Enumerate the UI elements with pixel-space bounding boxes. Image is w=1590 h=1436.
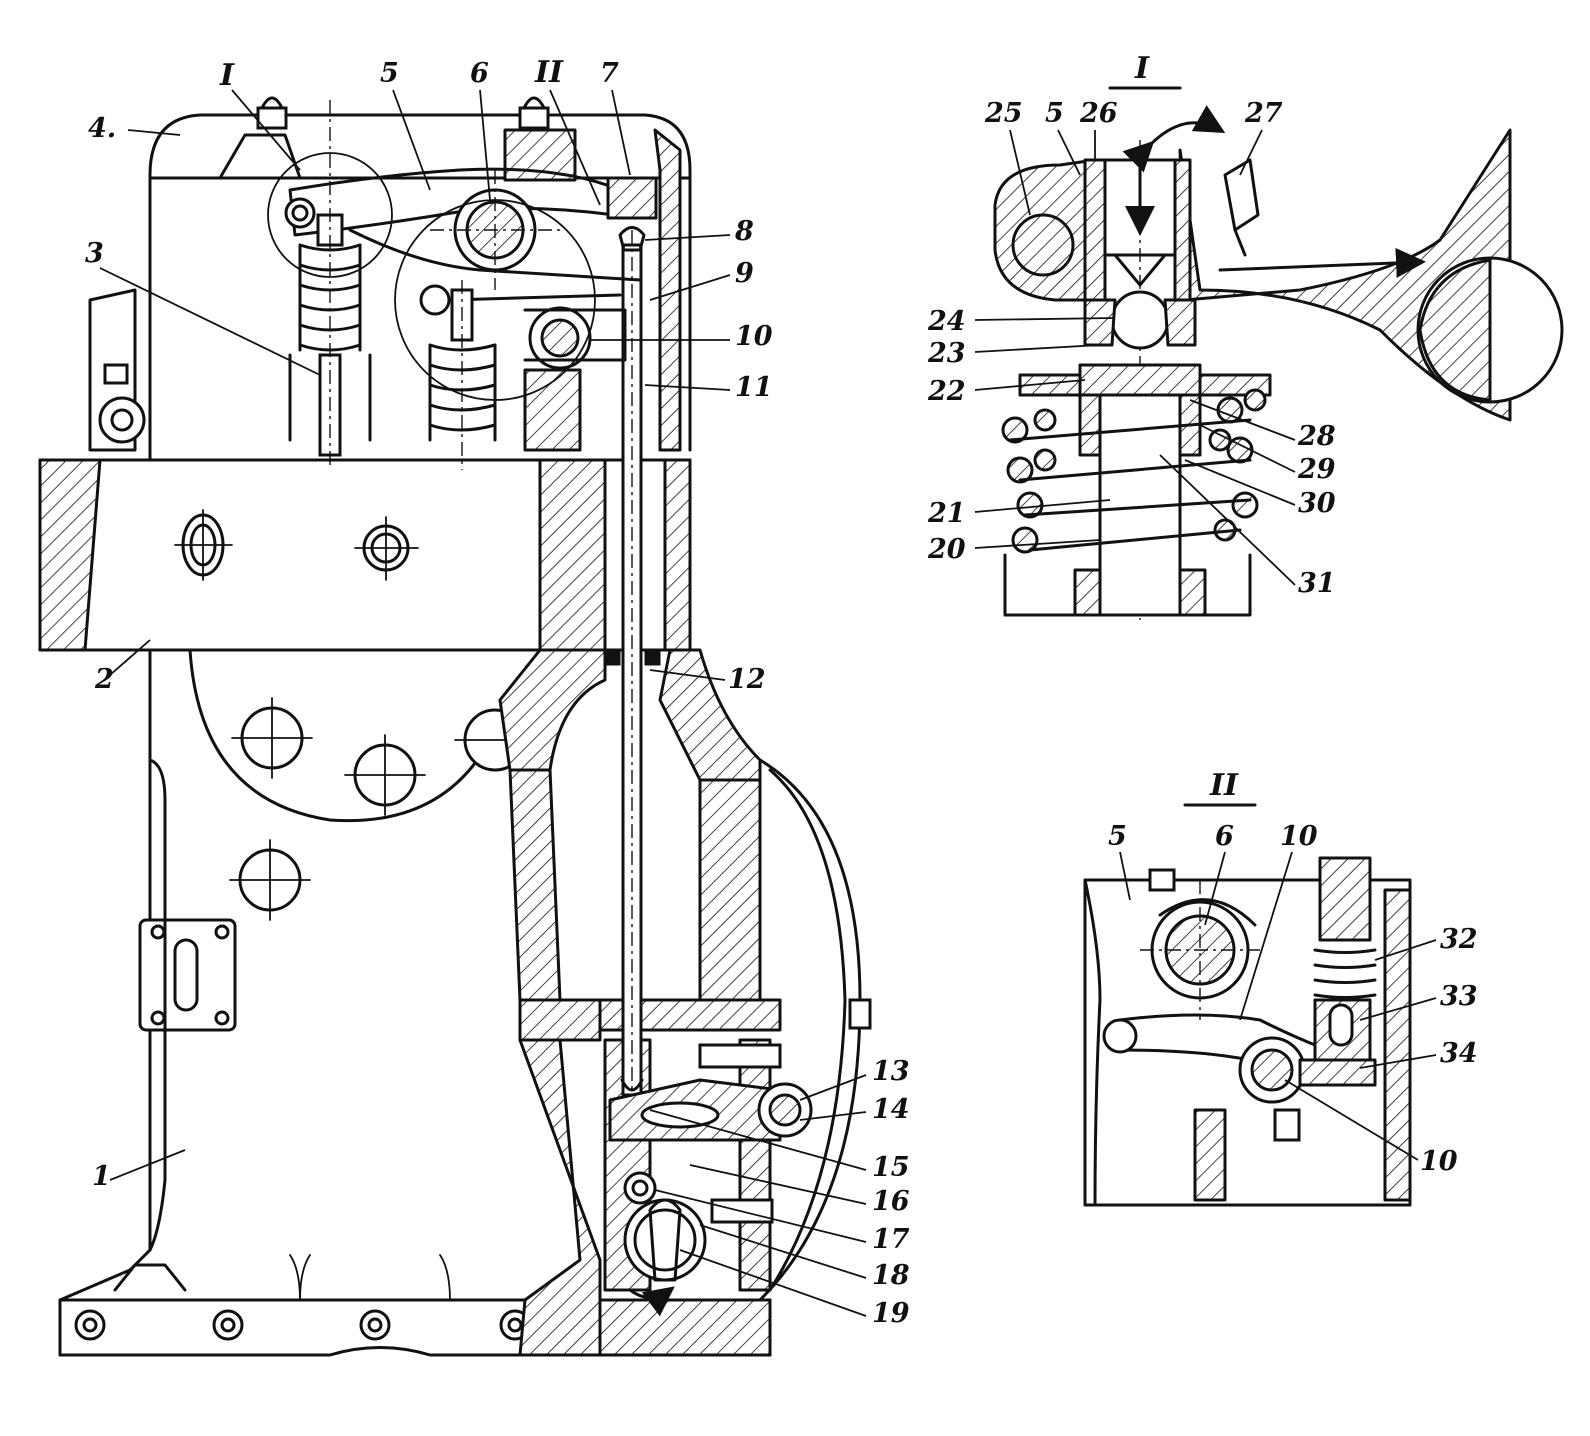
detail-II-view: II 5 6 10 32 33 34 10 <box>1083 768 1478 1207</box>
label-11: 11 <box>735 372 773 403</box>
main-leaders <box>99 89 867 1317</box>
label-9: 9 <box>735 258 754 289</box>
label-31: 31 <box>1298 568 1336 599</box>
label-24: 24 <box>927 306 966 337</box>
label-II: II <box>534 55 564 90</box>
cylinder-head <box>38 448 692 652</box>
label-3: 3 <box>85 238 104 269</box>
detail-I-labels: 25 5 26 27 24 23 22 28 29 30 21 20 31 <box>927 98 1336 599</box>
label-6: 6 <box>470 58 489 89</box>
label-30: 30 <box>1298 488 1336 519</box>
tappet-assembly <box>608 1043 813 1317</box>
main-section-view: I 5 6 II 7 4. 8 9 3 10 11 2 12 13 14 15 … <box>38 55 910 1357</box>
label-19: 19 <box>872 1298 910 1329</box>
label-12: 12 <box>728 664 766 695</box>
label-13: 13 <box>872 1056 910 1087</box>
label-2: 2 <box>94 664 114 695</box>
label-26: 26 <box>1079 98 1118 129</box>
label-10-detail-II-lower: 10 <box>1420 1146 1458 1177</box>
detail-II-leaders <box>1119 851 1437 1161</box>
label-25: 25 <box>984 98 1023 129</box>
block-casting-section <box>498 648 872 1357</box>
label-1: 1 <box>92 1161 111 1192</box>
label-5: 5 <box>380 58 399 89</box>
label-32: 32 <box>1440 924 1478 955</box>
detail-II-marker <box>394 199 596 401</box>
label-5-detail-I: 5 <box>1045 98 1064 129</box>
label-6-detail-II: 6 <box>1215 821 1234 852</box>
side-bracket <box>88 288 146 452</box>
label-22: 22 <box>927 376 966 407</box>
label-28: 28 <box>1297 421 1336 452</box>
label-10-detail-II: 10 <box>1280 821 1318 852</box>
label-20: 20 <box>927 534 966 565</box>
pushrod <box>604 226 661 1110</box>
detail-II-title: II <box>1209 768 1239 803</box>
label-23: 23 <box>927 338 966 369</box>
label-10: 10 <box>735 321 773 352</box>
label-27: 27 <box>1244 98 1283 129</box>
label-29: 29 <box>1297 454 1336 485</box>
detail-I-title: I <box>1134 51 1150 86</box>
label-17: 17 <box>872 1224 910 1255</box>
detail-I-leaders <box>974 129 1296 586</box>
label-15: 15 <box>872 1152 910 1183</box>
label-7: 7 <box>600 58 619 89</box>
detail-I-marker <box>267 152 393 278</box>
detail-II-labels: 5 6 10 32 33 34 10 <box>1108 821 1478 1177</box>
label-16: 16 <box>872 1186 910 1217</box>
label-18: 18 <box>872 1260 910 1291</box>
main-labels: I 5 6 II 7 4. 8 9 3 10 11 2 12 13 14 15 … <box>85 55 910 1329</box>
label-14: 14 <box>872 1094 910 1125</box>
label-8: 8 <box>734 216 754 247</box>
label-4: 4. <box>88 113 116 144</box>
label-5-detail-II: 5 <box>1108 821 1127 852</box>
label-I: I <box>219 58 235 93</box>
label-33: 33 <box>1440 981 1478 1012</box>
valve-springs <box>288 100 497 470</box>
label-34: 34 <box>1440 1038 1478 1069</box>
detail-I-view: I <box>927 51 1564 620</box>
valve-cover <box>148 96 692 452</box>
label-21: 21 <box>927 498 966 529</box>
